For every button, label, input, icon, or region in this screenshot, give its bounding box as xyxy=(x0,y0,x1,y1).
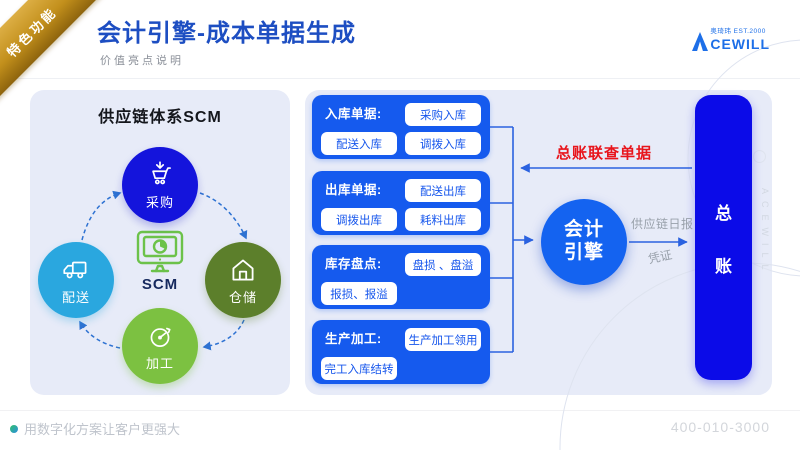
chip: 配送入库 xyxy=(321,132,397,155)
feature-ribbon-label: 特色功能 xyxy=(0,0,109,109)
scm-node-processing: 加工 xyxy=(122,308,198,384)
chip: 生产加工领用 xyxy=(405,328,481,351)
scm-center: SCM xyxy=(126,229,194,293)
chip: 报损、报溢 xyxy=(321,282,397,305)
scm-node-storage: 仓储 xyxy=(205,242,281,318)
engine-label-line1: 会计 xyxy=(563,219,604,241)
truck-icon xyxy=(63,261,87,279)
chip: 调拨入库 xyxy=(405,132,481,155)
scm-node-processing-label: 加工 xyxy=(145,356,174,371)
page-subtitle: 价值亮点说明 xyxy=(100,55,184,67)
footer-phone: 400-010-3000 xyxy=(670,419,770,435)
scm-panel-title: 供应链体系SCM xyxy=(98,109,222,126)
scm-node-purchase: 采购 xyxy=(122,147,198,223)
group-label: 生产加工: xyxy=(325,332,382,346)
header-divider xyxy=(0,78,800,79)
brand-logo: 奥琦玮 EST.2000 CEWILL xyxy=(692,28,770,52)
group-production: 生产加工: 生产加工领用 完工入库结转 xyxy=(312,320,490,384)
feature-ribbon: 特色功能 xyxy=(0,0,120,120)
scm-node-storage-label: 仓储 xyxy=(228,290,257,305)
cart-icon xyxy=(152,161,171,185)
chip: 配送出库 xyxy=(405,179,481,202)
accounting-engine-circle: 会计 引擎 xyxy=(541,199,627,285)
group-outbound: 出库单据: 配送出库 调拨出库 耗料出库 xyxy=(312,171,490,235)
scm-panel: 供应链体系SCM 采购 xyxy=(30,90,290,395)
chip: 完工入库结转 xyxy=(321,357,397,380)
logo-brand-text: CEWILL xyxy=(710,35,770,52)
general-ledger-box: 总 账 xyxy=(695,95,752,380)
footer-divider xyxy=(0,410,800,411)
home-icon xyxy=(232,259,254,281)
daily-report-label: 供应链日报 xyxy=(631,217,694,231)
scm-node-delivery-label: 配送 xyxy=(61,290,90,305)
group-inbound: 入库单据: 采购入库 配送入库 调拨入库 xyxy=(312,95,490,159)
footer-slogan-text: 用数字化方案让客户更强大 xyxy=(24,422,181,437)
monitor-icon xyxy=(136,230,184,273)
scm-node-delivery: 配送 xyxy=(38,242,114,318)
gauge-icon xyxy=(150,327,171,347)
group-label: 入库单据: xyxy=(325,107,382,121)
ledger-char: 账 xyxy=(715,256,732,276)
footer-slogan: 用数字化方案让客户更强大 xyxy=(10,419,180,438)
engine-label-line2: 引擎 xyxy=(563,242,604,263)
page-title: 会计引擎-成本单据生成 xyxy=(97,20,356,47)
ledger-query-label: 总账联查单据 xyxy=(555,145,652,162)
group-label: 库存盘点: xyxy=(325,257,382,271)
chip: 耗料出库 xyxy=(405,208,481,231)
chip: 盘损 、盘溢 xyxy=(405,253,481,276)
chip: 调拨出库 xyxy=(321,208,397,231)
group-stocktake: 库存盘点: 盘损 、盘溢 报损、报溢 xyxy=(312,245,490,309)
scm-center-label: SCM xyxy=(141,276,179,293)
logo-company: 奥琦玮 EST.2000 xyxy=(710,28,766,35)
watermark-dot xyxy=(753,150,766,163)
chip: 采购入库 xyxy=(405,103,481,126)
slogan-dot-icon xyxy=(10,424,18,433)
watermark-text: ACEWILL xyxy=(760,188,770,277)
ledger-char: 总 xyxy=(715,203,732,223)
scm-node-purchase-label: 采购 xyxy=(145,195,174,210)
group-label: 出库单据: xyxy=(325,183,382,197)
logo-triangle-icon xyxy=(692,31,709,51)
